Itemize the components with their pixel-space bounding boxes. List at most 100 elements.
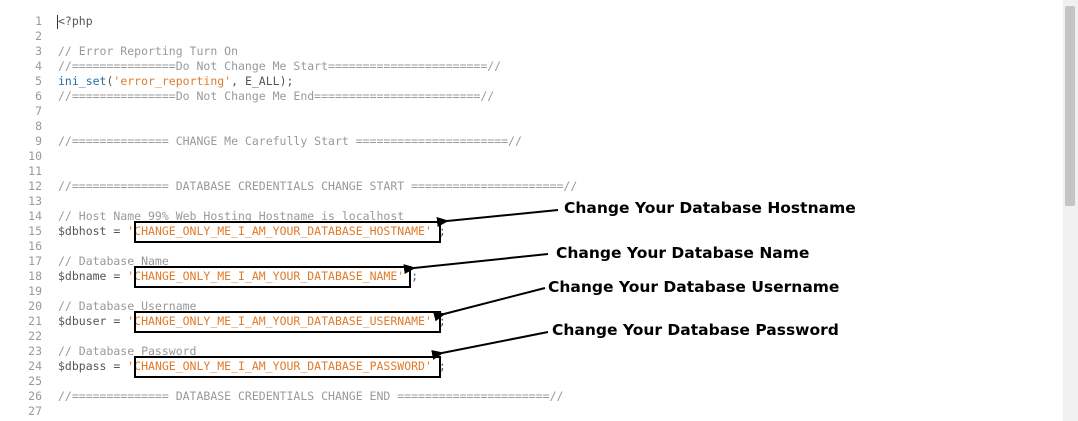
- code-text: //===============Do Not Change Me Start=…: [58, 59, 501, 74]
- code-token: $dbuser =: [58, 314, 128, 328]
- password-highlight-box: [134, 356, 441, 378]
- line-number: 27: [28, 404, 42, 418]
- code-line[interactable]: 6 //===============Do Not Change Me End==…: [0, 89, 1063, 104]
- code-text: // Host Name 99% Web Hosting Hostname is…: [58, 209, 404, 224]
- line-number: 22: [28, 329, 42, 343]
- code-token: //============== CHANGE Me Carefully Sta…: [58, 134, 522, 148]
- line-number: 9: [35, 134, 42, 148]
- code-line[interactable]: 24$dbpass = 'CHANGE_ONLY_ME_I_AM_YOUR_DA…: [0, 359, 1063, 374]
- code-line[interactable]: 15 $dbhost = 'CHANGE_ONLY_ME_I_AM_YOUR_DA…: [0, 224, 1063, 239]
- code-text: //============== CHANGE Me Carefully Sta…: [58, 134, 522, 149]
- line-number: 1: [35, 14, 42, 28]
- line-number: 4: [35, 59, 42, 73]
- code-line[interactable]: 2: [0, 29, 1063, 44]
- dbname-highlight-box: [134, 266, 411, 288]
- code-token: // Error Reporting Turn On: [58, 44, 239, 58]
- line-number: 23: [28, 344, 42, 358]
- code-line[interactable]: 5 ini_set('error_reporting', E_ALL);: [0, 74, 1063, 89]
- code-token: ;: [404, 269, 419, 283]
- code-line[interactable]: 26 //============== DATABASE CREDENTIALS …: [0, 389, 1063, 404]
- line-number: 21: [28, 314, 42, 328]
- line-number: 6: [35, 89, 42, 103]
- scrollbar-thumb[interactable]: [1065, 6, 1075, 206]
- code-token: 'CHANGE_ONLY_ME_I_AM_YOUR_DATABASE_HOSTN…: [127, 224, 432, 238]
- code-token: , E_ALL);: [231, 74, 294, 88]
- line-number: 2: [35, 29, 42, 43]
- password-annotation: Change Your Database Password: [552, 321, 839, 339]
- code-line[interactable]: 4 //===============Do Not Change Me Start…: [0, 59, 1063, 74]
- username-annotation: Change Your Database Username: [548, 278, 840, 296]
- code-line[interactable]: 25: [0, 374, 1063, 389]
- code-line[interactable]: 13: [0, 194, 1063, 209]
- code-token: //===============Do Not Change Me End===…: [58, 89, 495, 103]
- code-line[interactable]: 14 // Host Name 99% Web Hosting Hostname …: [0, 209, 1063, 224]
- dbname-annotation: Change Your Database Name: [556, 244, 810, 262]
- code-line[interactable]: 17 // Database Name: [0, 254, 1063, 269]
- hostname-annotation: Change Your Database Hostname: [564, 199, 856, 217]
- code-line[interactable]: 19: [0, 284, 1063, 299]
- code-text: // Database Username: [58, 299, 196, 314]
- line-number: 17: [28, 254, 42, 268]
- line-number: 13: [28, 194, 42, 208]
- code-line[interactable]: 10: [0, 149, 1063, 164]
- code-token: 'CHANGE_ONLY_ME_I_AM_YOUR_DATABASE_PASSW…: [127, 359, 432, 373]
- code-token: 'error_reporting': [113, 74, 232, 88]
- username-arrow: [433, 287, 546, 322]
- code-line[interactable]: 20 // Database Username: [0, 299, 1063, 314]
- code-line[interactable]: 16: [0, 239, 1063, 254]
- line-number: 10: [28, 149, 42, 163]
- code-line[interactable]: 1 <?php: [0, 14, 1063, 29]
- code-token: // Database Name: [58, 254, 169, 268]
- line-number: 26: [28, 389, 42, 403]
- code-token: ;: [431, 224, 446, 238]
- code-text: //============== DATABASE CREDENTIALS CH…: [58, 389, 563, 404]
- text-cursor: [57, 15, 58, 29]
- code-line[interactable]: 12//============== DATABASE CREDENTIALS …: [0, 179, 1063, 194]
- dbname-arrow: [403, 253, 549, 275]
- line-number: 25: [28, 374, 42, 388]
- code-token: //============== DATABASE CREDENTIALS CH…: [58, 179, 578, 193]
- code-line[interactable]: 22: [0, 329, 1063, 344]
- code-token: 'CHANGE_ONLY_ME_I_AM_YOUR_DATABASE_NAME': [127, 269, 405, 283]
- code-text: //===============Do Not Change Me End===…: [58, 89, 494, 104]
- code-line[interactable]: 7: [0, 104, 1063, 119]
- code-token: //===============Do Not Change Me Start=…: [58, 59, 502, 73]
- vertical-scrollbar[interactable]: [1063, 0, 1078, 421]
- code-text: $dbname = 'CHANGE_ONLY_ME_I_AM_YOUR_DATA…: [58, 269, 418, 284]
- code-line[interactable]: 23 // Database Password: [0, 344, 1063, 359]
- line-number: 14: [28, 209, 42, 223]
- code-token: //============== DATABASE CREDENTIALS CH…: [58, 389, 564, 403]
- line-number: 7: [35, 104, 42, 118]
- code-text: // Error Reporting Turn On: [58, 44, 238, 59]
- code-text: <?php: [58, 14, 93, 29]
- code-line[interactable]: 11: [0, 164, 1063, 179]
- code-text: //============== DATABASE CREDENTIALS CH…: [58, 179, 577, 194]
- line-number: 5: [35, 74, 42, 88]
- code-text: ini_set('error_reporting', E_ALL);: [58, 74, 293, 89]
- code-line[interactable]: 8: [0, 119, 1063, 134]
- code-token: $dbhost =: [58, 224, 128, 238]
- code-token: // Database Password: [58, 344, 197, 358]
- code-text: // Database Name: [58, 254, 169, 269]
- line-number: 3: [35, 44, 42, 58]
- code-text: $dbpass = 'CHANGE_ONLY_ME_I_AM_YOUR_DATA…: [58, 359, 446, 374]
- code-line[interactable]: 3 // Error Reporting Turn On: [0, 44, 1063, 59]
- code-text: $dbhost = 'CHANGE_ONLY_ME_I_AM_YOUR_DATA…: [58, 224, 446, 239]
- hostname-arrow: [436, 209, 559, 227]
- code-token: 'CHANGE_ONLY_ME_I_AM_YOUR_DATABASE_USERN…: [127, 314, 432, 328]
- code-token: $dbpass =: [58, 359, 128, 373]
- hostname-highlight-box: [134, 221, 441, 243]
- password-arrow: [431, 331, 549, 360]
- line-number: 15: [28, 224, 42, 238]
- code-token: // Host Name 99% Web Hosting Hostname is…: [58, 209, 405, 223]
- line-number: 8: [35, 119, 42, 133]
- code-line[interactable]: 27: [0, 404, 1063, 419]
- line-number: 11: [28, 164, 42, 178]
- code-line[interactable]: 9 //============== CHANGE Me Carefully St…: [0, 134, 1063, 149]
- code-token: <?php: [58, 14, 93, 28]
- line-number: 20: [28, 299, 42, 313]
- code-line[interactable]: 18$dbname = 'CHANGE_ONLY_ME_I_AM_YOUR_DA…: [0, 269, 1063, 284]
- line-number: 16: [28, 239, 42, 253]
